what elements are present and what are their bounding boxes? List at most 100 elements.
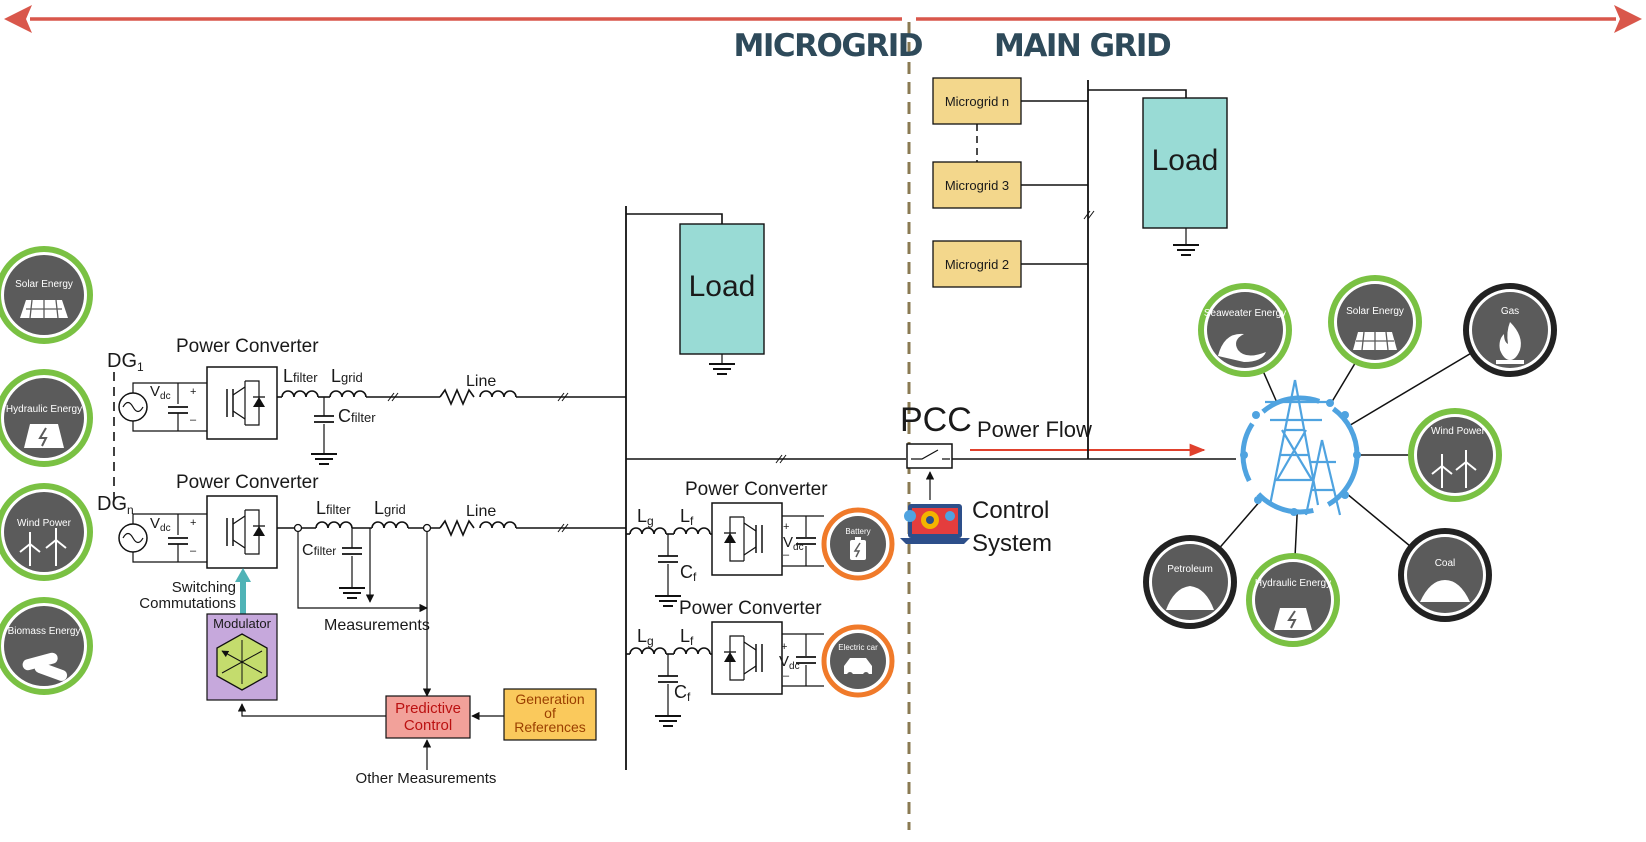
car-lf: Lf <box>680 626 694 648</box>
dgn-converter-switch-icon <box>206 495 278 569</box>
microgrid-box-2 <box>932 240 1022 288</box>
main-grid-bus: Load <box>1083 80 1228 459</box>
battery-lg: Lg <box>637 506 654 528</box>
pcc-label: PCC <box>900 401 972 439</box>
microgrid-load-label: Load <box>689 270 756 303</box>
battery-vdc: Vdc <box>783 534 804 553</box>
main-grid-load-box <box>1142 97 1228 229</box>
other-measurements-label: Other Measurements <box>356 770 497 787</box>
predictive-label-1: Predictive <box>395 700 461 717</box>
petroleum-label: Petroleum <box>1167 564 1213 575</box>
svg-text:–: – <box>783 549 790 561</box>
dam-icon <box>24 424 64 448</box>
svg-text:–: – <box>783 670 790 682</box>
left-source-solar: Solar Energy <box>0 246 93 344</box>
switching-label-1: Switching <box>172 579 236 596</box>
grid-wind-label: Wind Power <box>1431 426 1486 437</box>
microgrid-header: MICROGRID <box>734 28 923 64</box>
battery-converter-switch-icon <box>711 502 783 576</box>
car-lg: Lg <box>637 626 654 648</box>
microgrid-bus: Load <box>625 206 906 770</box>
microgrid-n-label: Microgrid n <box>945 94 1009 109</box>
microgrid-list: Microgrid n Microgrid 3 Microgrid 2 <box>932 77 1088 288</box>
car-label: Electric car <box>838 643 878 652</box>
battery-cf: Cf <box>680 562 697 584</box>
svg-text:+: + <box>781 641 787 653</box>
left-source-wind: Wind Power <box>0 483 93 581</box>
dgn-vdc: Vdc <box>150 515 171 534</box>
modulator-label: Modulator <box>213 616 271 631</box>
battery-label: Battery <box>845 527 870 536</box>
grid-source-coal: Coal <box>1398 528 1492 622</box>
oil-drop-icon <box>1166 586 1214 610</box>
dgn-branch: DGn Vdc + – Power Converter Lfilter Lgri… <box>97 472 626 697</box>
grid-source-solar: Solar Energy <box>1328 275 1422 369</box>
battery-converter-title: Power Converter <box>685 479 828 500</box>
battery-icon <box>850 537 866 560</box>
grid-source-gas: Gas <box>1463 283 1557 377</box>
gas-label: Gas <box>1501 306 1519 317</box>
references-box <box>503 688 597 741</box>
car-converter-title: Power Converter <box>679 598 822 619</box>
electric-car-icon <box>844 658 872 678</box>
svg-text:+: + <box>190 386 196 398</box>
transmission-hub <box>1189 329 1511 599</box>
grid-source-seawater: Seaweater Energy <box>1198 283 1292 377</box>
dg1-vdc: Vdc <box>150 383 171 402</box>
left-source-biomass-label: Biomass Energy <box>8 626 81 637</box>
dgn-cfilter: Cfilter <box>302 542 336 559</box>
storage-branch-battery: Power Converter + – Vdc Lg Lf Cf Battery <box>626 479 895 607</box>
pcc-switch: PCC <box>900 401 1236 500</box>
svg-text:–: – <box>190 414 197 426</box>
coal-label: Coal <box>1435 558 1456 569</box>
storage-branch-car: Power Converter + – Vdc Lg Lf Cf Electri… <box>626 598 895 727</box>
left-source-hydraulic: Hydraulic Energy <box>0 369 93 467</box>
predictive-control-box <box>385 695 471 739</box>
control-system-label-1: Control <box>972 497 1049 524</box>
car-vdc: Vdc <box>779 653 800 672</box>
battery-lf: Lf <box>680 506 694 528</box>
microgrid-box-3 <box>932 161 1022 209</box>
dg1-line-label: Line <box>466 373 496 390</box>
coal-icon <box>1420 580 1470 602</box>
gas-flame-icon <box>1499 322 1521 360</box>
transmission-tower-icon <box>1265 379 1342 516</box>
top-double-arrow <box>4 5 1642 33</box>
wind-turbine-icon <box>1431 450 1477 488</box>
references-label-2: of <box>544 705 556 721</box>
switching-label-2: Commutations <box>139 595 236 612</box>
dg1-lgrid: Lgrid <box>331 366 363 386</box>
microgrid-load-box <box>679 223 765 355</box>
left-source-wind-label: Wind Power <box>17 518 72 529</box>
svg-text:–: – <box>190 545 197 557</box>
references-label-3: References <box>514 719 586 735</box>
car-converter-switch-icon <box>711 621 783 695</box>
main-grid-header: MAIN GRID <box>994 28 1171 64</box>
dg1-label: DG1 <box>107 350 144 374</box>
power-flow-label: Power Flow <box>977 417 1092 442</box>
control-block: Switching Commutations Modulator Measure… <box>139 568 597 787</box>
control-system-icon <box>900 504 970 544</box>
grid-source-wind: Wind Power <box>1408 408 1502 502</box>
car-cf: Cf <box>674 682 691 704</box>
grid-source-petroleum: Petroleum <box>1143 535 1237 629</box>
dg1-lfilter: Lfilter <box>283 366 318 386</box>
left-source-biomass: Biomass Energy <box>0 597 93 695</box>
biomass-pellets-icon <box>22 652 68 681</box>
solar-panel-icon <box>20 299 68 319</box>
solar-panel-icon <box>1353 331 1397 351</box>
dgn-lfilter: Lfilter <box>316 498 351 518</box>
dg1-converter-switch-icon <box>206 366 278 440</box>
left-source-hydraulic-label: Hydraulic Energy <box>6 404 82 415</box>
predictive-label-2: Control <box>404 717 452 734</box>
references-label-1: Generation <box>515 691 584 707</box>
left-source-solar-label: Solar Energy <box>15 279 73 290</box>
grid-hydraulic-label: Hydraulic Energy <box>1255 578 1331 589</box>
dgn-line-label: Line <box>466 503 496 520</box>
wind-turbine-icon <box>19 528 67 566</box>
grid-source-hydraulic: Hydraulic Energy <box>1246 553 1340 647</box>
dgn-converter-title: Power Converter <box>176 472 319 493</box>
grid-solar-label: Solar Energy <box>1346 306 1404 317</box>
seawater-label: Seaweater Energy <box>1204 308 1286 319</box>
